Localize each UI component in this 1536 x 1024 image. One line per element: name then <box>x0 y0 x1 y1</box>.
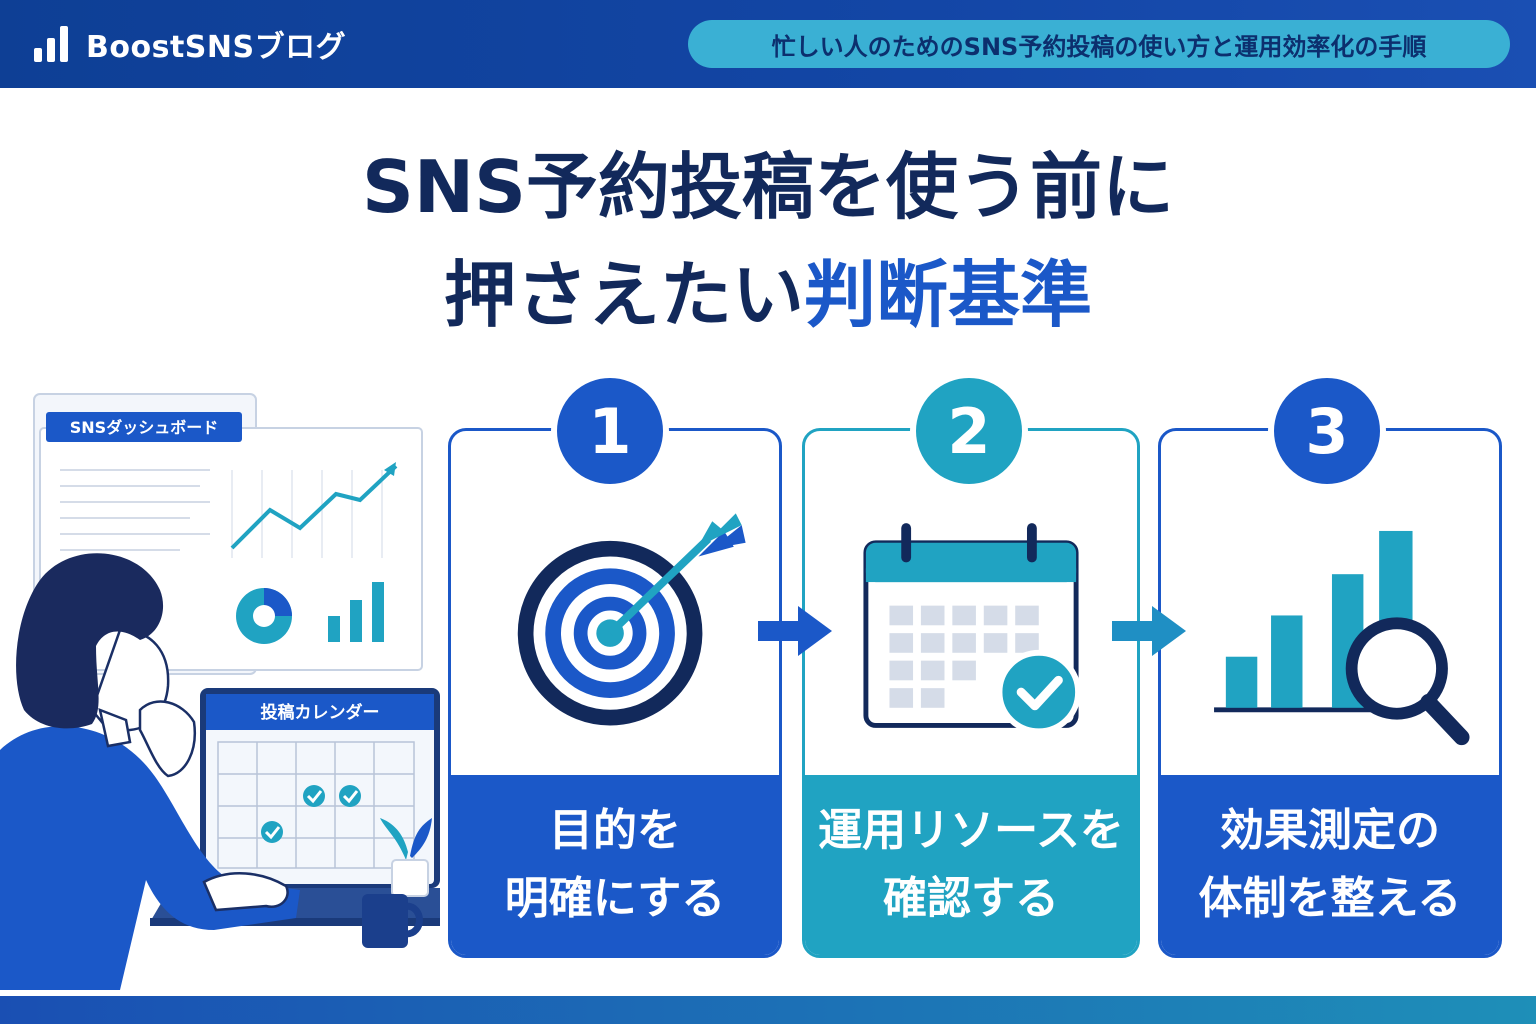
woman <box>0 553 300 990</box>
step-1-line-1: 目的を <box>549 805 681 856</box>
headline-line-1: SNS予約投稿を使う前に <box>362 145 1174 229</box>
dashboard-label: SNSダッシュボード <box>70 418 218 437</box>
chart-magnifier-icon <box>1214 530 1470 746</box>
step-3-label: 効果測定の 体制を整える <box>1161 775 1499 955</box>
step-2-number: 2 <box>910 372 1028 490</box>
arrow-right-icon <box>758 606 832 656</box>
step-2-label: 運用リソースを 確認する <box>805 775 1137 955</box>
headline-line-2-prefix: 押さえたい <box>443 253 804 337</box>
step-2-line-1: 運用リソースを <box>818 805 1124 856</box>
step-card-3: 効果測定の 体制を整える <box>1158 428 1502 958</box>
step-3-line-2: 体制を整える <box>1198 873 1462 924</box>
headline-line-2: 押さえたい判断基準 <box>0 250 1536 340</box>
woman-at-laptop-illustration: SNSダッシュボード 投稿カレンダー <box>0 393 440 990</box>
calendar-label: 投稿カレンダー <box>261 702 380 723</box>
step-card-2: 運用リソースを 確認する <box>802 428 1140 958</box>
step-3-line-1: 効果測定の <box>1220 805 1440 856</box>
brand[interactable]: BoostSNSブログ <box>32 24 347 65</box>
arrow-right-icon <box>1112 606 1186 656</box>
tagline-pill: 忙しい人のためのSNS予約投稿の使い方と運用効率化の手順 <box>688 20 1510 68</box>
header-bar: BoostSNSブログ 忙しい人のためのSNS予約投稿の使い方と運用効率化の手順 <box>0 0 1536 88</box>
laptop: 投稿カレンダー <box>150 688 440 926</box>
headline-highlight: 判断基準 <box>804 253 1093 337</box>
target-icon <box>517 513 746 726</box>
footer-bar <box>0 996 1536 1024</box>
calendar-check-icon <box>863 523 1082 735</box>
step-1-number: 1 <box>551 372 669 490</box>
step-2-line-2: 確認する <box>883 873 1059 924</box>
check-icon <box>261 785 361 843</box>
plant <box>380 818 432 897</box>
tagline-text: 忙しい人のためのSNS予約投稿の使い方と運用効率化の手順 <box>771 32 1427 61</box>
step-card-1: 目的を 明確にする <box>448 428 782 958</box>
bar-chart-logo-icon <box>34 26 68 62</box>
step-1-line-2: 明確にする <box>504 873 726 924</box>
brand-name: BoostSNSブログ <box>86 30 347 65</box>
step-3-number: 3 <box>1268 372 1386 490</box>
step-1-label: 目的を 明確にする <box>451 775 779 955</box>
mug-icon <box>362 894 423 948</box>
